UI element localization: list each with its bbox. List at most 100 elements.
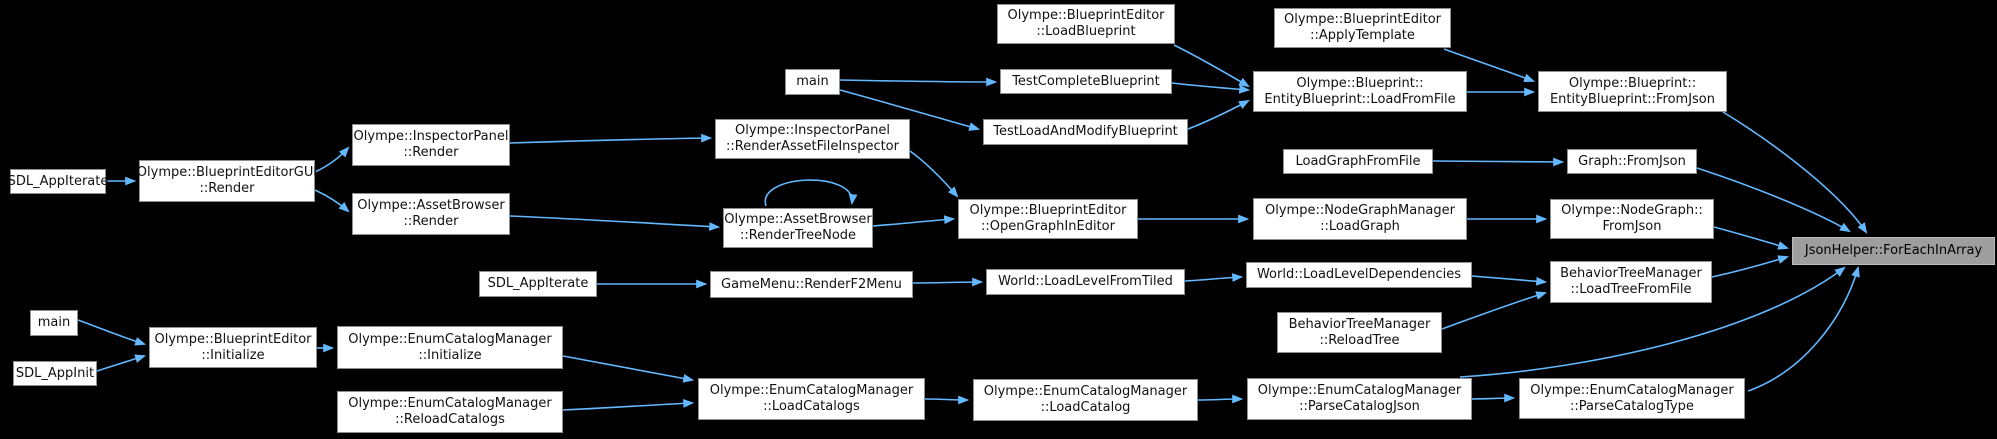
node-label-line: ::LoadCatalog <box>1040 400 1131 415</box>
node-label-line: EntityBlueprint::LoadFromFile <box>1264 91 1456 107</box>
node-label-line: Olympe::EnumCatalogManager <box>1257 383 1462 398</box>
node-enumcatalogmanager-parsecatalogjson[interactable]: Olympe::EnumCatalogManager::ParseCatalog… <box>1247 378 1472 420</box>
node-enumcatalogmanager-reloadcatalogs[interactable]: Olympe::EnumCatalogManager::ReloadCatalo… <box>337 391 563 433</box>
node-label-line: Olympe::EnumCatalogManager <box>709 383 914 398</box>
node-main-1[interactable]: main <box>785 69 840 95</box>
edge-assetbrowser-rendertreenode-to-blueprinteditor-opengraphineditor <box>872 215 956 227</box>
node-graph-fromjson[interactable]: Graph::FromJson <box>1567 149 1697 174</box>
node-label-line: Olympe::NodeGraphManager <box>1265 203 1455 218</box>
node-blueprinteditorgui-render[interactable]: Olympe::BlueprintEditorGUI::Render <box>136 160 318 202</box>
node-world-loadleveldependencies[interactable]: World::LoadLevelDependencies <box>1246 262 1472 288</box>
focus-node-jsonhelper-foreachinarray[interactable]: JsonHelper::ForEachInArray <box>1792 237 1995 265</box>
node-label-line: Olympe::NodeGraph:: <box>1561 203 1703 218</box>
node-sdl-appiterate-1[interactable]: SDL_AppIterate <box>7 169 109 194</box>
node-label-line: ::Render <box>403 145 459 160</box>
node-behaviortreemanager-loadtreefromfile[interactable]: BehaviorTreeManager::LoadTreeFromFile <box>1550 261 1712 303</box>
edge-main-1-to-testcompleteblueprint <box>839 77 998 87</box>
node-label-line: SDL_AppIterate <box>487 276 589 291</box>
edge-blueprinteditor-loadblueprint-to-blueprint-entityblueprint-loadfromfile <box>1173 44 1250 88</box>
node-enumcatalogmanager-loadcatalogs[interactable]: Olympe::EnumCatalogManager::LoadCatalogs <box>698 378 925 420</box>
edge-assetbrowser-render-to-assetbrowser-rendertreenode <box>509 215 721 231</box>
edge-main-2-to-blueprinteditor-initialize <box>77 319 147 346</box>
node-inspectorpanel-render[interactable]: Olympe::InspectorPanel::Render <box>352 124 510 166</box>
node-label-line: TestCompleteBlueprint <box>1012 73 1160 89</box>
node-blueprinteditor-initialize[interactable]: Olympe::BlueprintEditor::Initialize <box>149 327 317 368</box>
edge-inspectorpanel-render-to-inspectorpanel-renderassetfileinspector <box>509 133 713 144</box>
node-label-line: LoadGraphFromFile <box>1295 153 1421 169</box>
edge-loadgraphfromfile-to-graph-fromjson <box>1432 157 1565 167</box>
edge-enumcatalogmanager-initialize-to-enumcatalogmanager-loadcatalogs <box>562 355 695 383</box>
node-nodegraphmanager-loadgraph[interactable]: Olympe::NodeGraphManager::LoadGraph <box>1253 198 1467 240</box>
node-enumcatalogmanager-loadcatalog[interactable]: Olympe::EnumCatalogManager::LoadCatalog <box>973 379 1198 421</box>
node-loadgraphfromfile[interactable]: LoadGraphFromFile <box>1283 149 1433 174</box>
edge-nodegraph-fromjson-to-jsonhelper-foreachinarray <box>1713 226 1790 250</box>
node-behaviortreemanager-reloadtree[interactable]: BehaviorTreeManager::ReloadTree <box>1277 312 1442 353</box>
node-blueprint-entityblueprint-fromjson[interactable]: Olympe::Blueprint::EntityBlueprint::From… <box>1538 71 1727 112</box>
node-label-line: SDL_AppInit <box>15 365 95 381</box>
edge-enumcatalogmanager-parsecatalogjson-to-jsonhelper-foreachinarray <box>1459 266 1846 378</box>
node-blueprinteditor-loadblueprint[interactable]: Olympe::BlueprintEditor::LoadBlueprint <box>997 4 1175 44</box>
node-label-line: FromJson <box>1602 219 1662 234</box>
node-label-line: Olympe::BlueprintEditor <box>1284 12 1441 27</box>
node-blueprinteditor-applytemplate[interactable]: Olympe::BlueprintEditor::ApplyTemplate <box>1274 8 1451 48</box>
node-label-line: Olympe::Blueprint:: <box>1296 75 1424 91</box>
node-assetbrowser-rendertreenode[interactable]: Olympe::AssetBrowser::RenderTreeNode <box>723 208 873 248</box>
node-label-line: Olympe::EnumCatalogManager <box>348 331 552 347</box>
node-label-line: Olympe::AssetBrowser <box>724 212 872 227</box>
node-label-line: ::RenderAssetFileInspector <box>726 139 899 154</box>
edge-enumcatalogmanager-reloadcatalogs-to-enumcatalogmanager-loadcatalogs <box>562 399 695 411</box>
node-main-2[interactable]: main <box>30 310 78 336</box>
node-nodegraph-fromjson[interactable]: Olympe::NodeGraph::FromJson <box>1550 199 1714 239</box>
edge-enumcatalogmanager-parsecatalogtype-to-jsonhelper-foreachinarray <box>1747 265 1860 392</box>
node-label-line: ::ReloadTree <box>1319 332 1400 348</box>
node-assetbrowser-render[interactable]: Olympe::AssetBrowser::Render <box>352 193 510 235</box>
node-label-line: ::ParseCatalogType <box>1570 398 1694 414</box>
node-label-line: Olympe::BlueprintEditorGUI <box>136 165 318 180</box>
edge-behaviortreemanager-loadtreefromfile-to-jsonhelper-foreachinarray <box>1711 255 1790 278</box>
edge-blueprinteditorgui-render-to-assetbrowser-render <box>314 189 350 213</box>
node-label-line: ::RenderTreeNode <box>739 228 857 243</box>
node-label-line: ::Render <box>199 181 255 196</box>
node-blueprinteditor-opengraphineditor[interactable]: Olympe::BlueprintEditor::OpenGraphInEdit… <box>958 199 1138 239</box>
node-label-line: ::ReloadCatalogs <box>395 412 505 427</box>
node-label-line: Olympe::EnumCatalogManager <box>1530 382 1734 398</box>
node-label-line: BehaviorTreeManager <box>1288 316 1431 332</box>
node-label-line: ::Initialize <box>201 347 265 363</box>
node-testcompleteblueprint[interactable]: TestCompleteBlueprint <box>1000 69 1172 94</box>
node-label-line: Olympe::Blueprint:: <box>1568 75 1697 91</box>
node-label-line: SDL_AppIterate <box>7 173 109 189</box>
edge-world-loadleveldependencies-to-behaviortreemanager-loadtreefromfile <box>1471 275 1548 286</box>
node-label-line: Olympe::InspectorPanel <box>735 123 890 138</box>
node-label-line: EntityBlueprint::FromJson <box>1549 91 1716 107</box>
node-label-line: BehaviorTreeManager <box>1560 266 1702 281</box>
node-label-line: Graph::FromJson <box>1578 153 1686 169</box>
node-label-line: ::OpenGraphInEditor <box>981 219 1115 234</box>
node-enumcatalogmanager-initialize[interactable]: Olympe::EnumCatalogManager::Initialize <box>337 326 563 369</box>
node-gamemenu-renderf2menu[interactable]: GameMenu::RenderF2Menu <box>710 271 913 298</box>
edge-assetbrowser-rendertreenode-to-assetbrowser-rendertreenode <box>764 179 858 207</box>
node-sdl-appinit[interactable]: SDL_AppInit <box>13 361 97 386</box>
node-label-line: TestLoadAndModifyBlueprint <box>993 124 1178 139</box>
node-label-line: Olympe::EnumCatalogManager <box>348 396 552 411</box>
edge-inspectorpanel-renderassetfileinspector-to-blueprinteditor-opengraphineditor <box>909 150 959 198</box>
node-world-loadlevelfromtiled[interactable]: World::LoadLevelFromTiled <box>986 269 1185 295</box>
node-label-line: World::LoadLevelFromTiled <box>998 274 1173 289</box>
node-blueprint-entityblueprint-loadfromfile[interactable]: Olympe::Blueprint::EntityBlueprint::Load… <box>1253 71 1467 112</box>
node-label-line: Olympe::EnumCatalogManager <box>983 384 1188 399</box>
node-label-line: Olympe::InspectorPanel <box>353 129 509 144</box>
edge-gamemenu-renderf2menu-to-world-loadlevelfromtiled <box>912 277 984 287</box>
edge-testloadandmodifyblueprint-to-blueprint-entityblueprint-loadfromfile <box>1187 99 1250 130</box>
node-sdl-appiterate-2[interactable]: SDL_AppIterate <box>479 271 597 297</box>
edge-testcompleteblueprint-to-blueprint-entityblueprint-loadfromfile <box>1171 82 1251 94</box>
node-enumcatalogmanager-parsecatalogtype[interactable]: Olympe::EnumCatalogManager::ParseCatalog… <box>1519 378 1745 419</box>
edge-blueprint-entityblueprint-fromjson-to-jsonhelper-foreachinarray <box>1722 111 1868 234</box>
edge-world-loadlevelfromtiled-to-world-loadleveldependencies <box>1184 273 1244 282</box>
node-testloadandmodifyblueprint[interactable]: TestLoadAndModifyBlueprint <box>983 119 1188 145</box>
node-label-line: Olympe::BlueprintEditor <box>154 331 312 347</box>
edge-blueprinteditor-applytemplate-to-blueprint-entityblueprint-fromjson <box>1443 48 1536 82</box>
node-label-line: ::ParseCatalogJson <box>1299 399 1420 414</box>
node-inspectorpanel-renderassetfileinspector[interactable]: Olympe::InspectorPanel::RenderAssetFileI… <box>715 119 910 159</box>
node-label-line: ::LoadCatalogs <box>763 399 860 414</box>
